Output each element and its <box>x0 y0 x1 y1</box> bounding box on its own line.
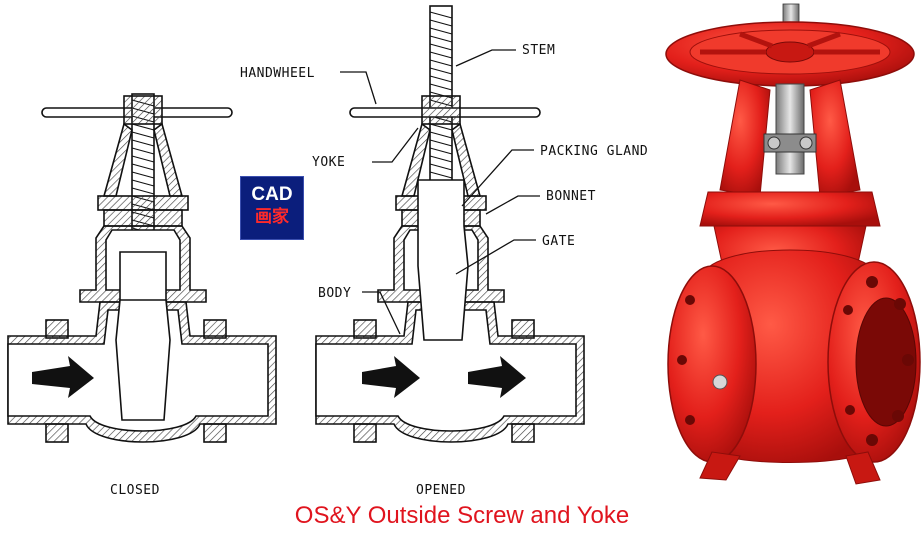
stem-label: STEM <box>522 43 555 58</box>
yoke-label: YOKE <box>312 155 345 170</box>
opened-caption: OPENED <box>416 483 466 498</box>
cad-logo-badge: CAD 画家 <box>240 176 304 240</box>
opened-valve-drawing <box>315 5 585 443</box>
cad-logo-chinese: 画家 <box>255 207 289 227</box>
packing-gland-label: PACKING GLAND <box>540 144 648 159</box>
label-leaders <box>340 49 540 335</box>
gate-label: GATE <box>542 234 575 249</box>
cad-logo-text: CAD <box>251 184 293 205</box>
page-title: OS&Y Outside Screw and Yoke <box>294 502 630 529</box>
closed-valve-drawing <box>7 93 277 443</box>
closed-caption: CLOSED <box>110 483 160 498</box>
bonnet-label: BONNET <box>546 189 596 204</box>
body-label: BODY <box>318 286 351 301</box>
red-valve-photo <box>665 3 921 485</box>
handwheel-label: HANDWHEEL <box>240 66 315 81</box>
